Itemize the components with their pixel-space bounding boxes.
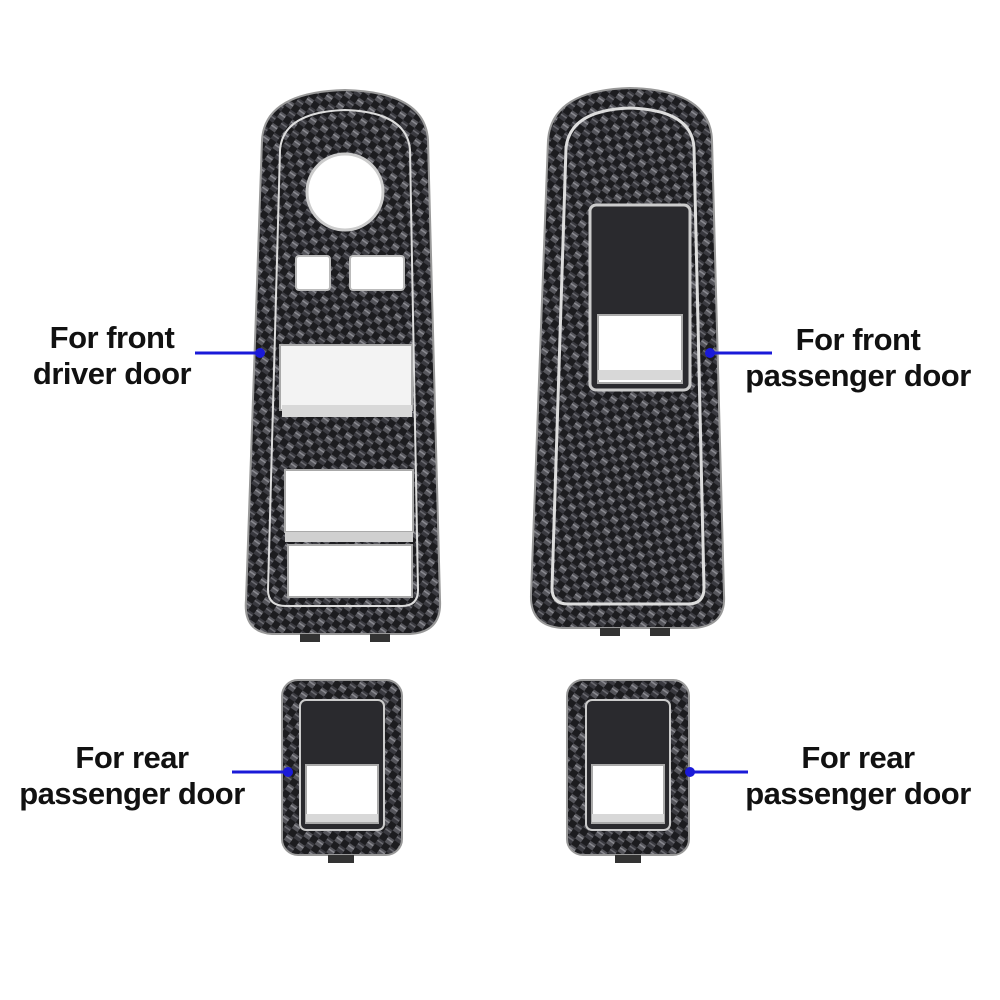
label-line-1: For rear xyxy=(801,740,915,775)
label-line-1: For front xyxy=(49,320,175,355)
label-line-2: passenger door xyxy=(745,776,971,811)
label-rear-left-passenger-door: For rear passenger door xyxy=(12,740,252,812)
label-line-2: driver door xyxy=(32,356,192,391)
label-rear-right-passenger-door: For rear passenger door xyxy=(738,740,978,812)
rear-left-door-panel xyxy=(281,679,403,863)
label-line-1: For rear xyxy=(75,740,189,775)
pointer-front-driver xyxy=(195,348,265,358)
rear-right-door-panel xyxy=(566,679,690,863)
label-line-2: passenger door xyxy=(745,358,971,393)
front-passenger-door-panel xyxy=(529,86,726,636)
pointer-rear-left xyxy=(232,767,293,777)
front-driver-door-panel xyxy=(244,88,442,642)
pointer-front-passenger xyxy=(705,348,772,358)
label-line-1: For front xyxy=(795,322,921,357)
pointer-rear-right xyxy=(685,767,748,777)
label-line-2: passenger door xyxy=(19,776,245,811)
label-front-driver-door: For front driver door xyxy=(22,320,202,392)
label-front-passenger-door: For front passenger door xyxy=(738,322,978,394)
